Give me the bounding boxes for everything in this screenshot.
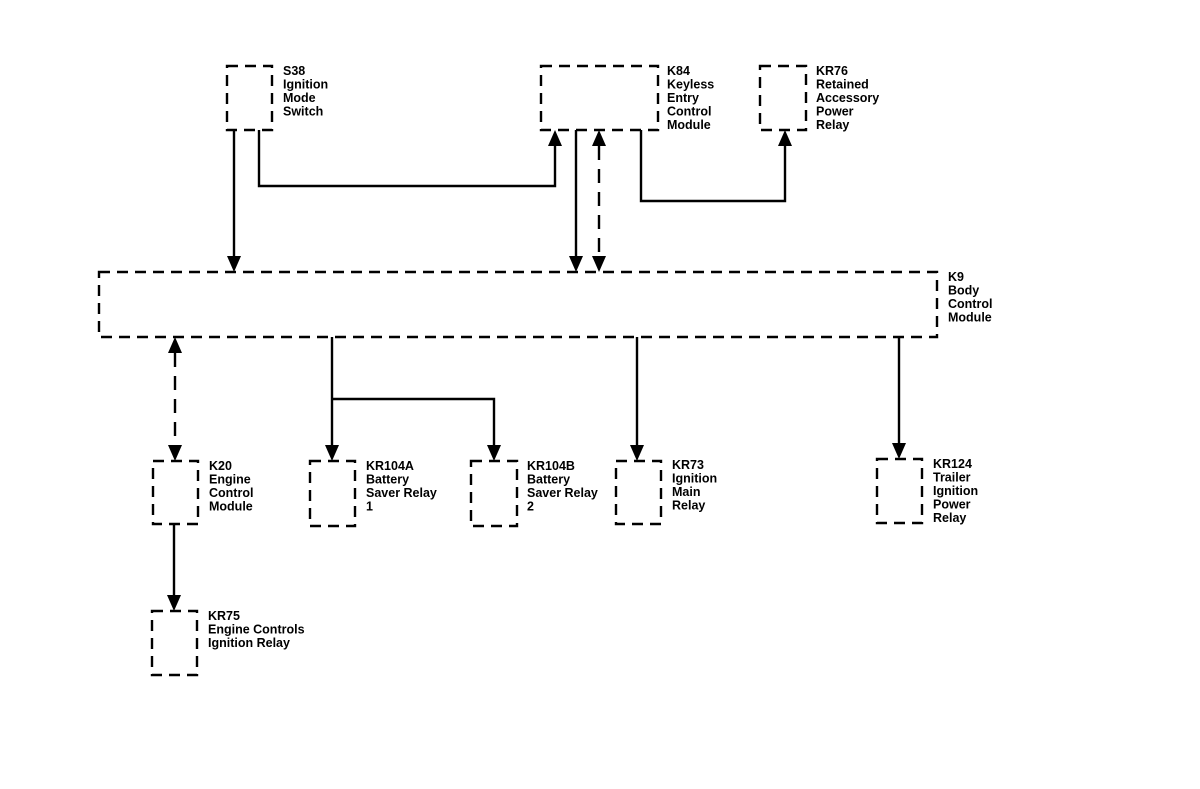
kr104a-line: Battery — [366, 473, 409, 487]
wire-k9-to-kr104a — [325, 337, 339, 461]
kr104b-line: Battery — [527, 473, 570, 487]
kr124-line: Relay — [933, 511, 966, 525]
kr76-line: Accessory — [816, 91, 879, 105]
k20-line: Engine — [209, 473, 251, 487]
k20-line: K20 — [209, 459, 232, 473]
s38-line: Mode — [283, 91, 316, 105]
kr73-box — [614, 459, 663, 526]
kr104b-label: KR104B Battery Saver Relay 2 — [527, 459, 601, 514]
kr73-label: KR73 Ignition Main Relay — [672, 458, 721, 513]
kr76-line: Power — [816, 105, 854, 119]
wire-k20-to-kr75 — [167, 524, 181, 611]
k20-label: K20 Engine Control Module — [209, 459, 257, 514]
k9-line: Module — [948, 311, 992, 325]
kr104b-line: KR104B — [527, 459, 575, 473]
kr76-label: KR76 Retained Accessory Power Relay — [816, 64, 883, 132]
k84-label: K84 Keyless Entry Control Module — [667, 64, 718, 132]
wire-k9-to-kr73 — [630, 337, 644, 461]
kr104b-line: Saver Relay — [527, 486, 598, 500]
s38-label: S38 Ignition Mode Switch — [283, 64, 332, 119]
s38-line: Switch — [283, 105, 323, 119]
kr124-line: Trailer — [933, 471, 971, 485]
kr75-label: KR75 Engine Controls Ignition Relay — [208, 609, 308, 650]
kr73-line: Ignition — [672, 472, 717, 486]
k9-box — [97, 270, 939, 339]
kr124-box — [875, 457, 924, 525]
wire-k9-to-kr124 — [892, 337, 906, 459]
s38-box — [225, 64, 274, 132]
kr75-line: Ignition Relay — [208, 636, 290, 650]
wire-s38-to-k84 — [257, 130, 562, 188]
kr75-line: Engine Controls — [208, 623, 305, 637]
k9-line: Control — [948, 297, 992, 311]
k20-box — [151, 459, 200, 526]
kr124-line: Power — [933, 498, 971, 512]
kr124-label: KR124 Trailer Ignition Power Relay — [933, 457, 982, 525]
data-link-k9-k20 — [168, 337, 182, 461]
wire-k84-to-k9 — [569, 130, 583, 272]
kr76-line: Relay — [816, 118, 849, 132]
k84-line: Control — [667, 105, 711, 119]
kr124-line: KR124 — [933, 457, 972, 471]
kr104a-box — [308, 459, 357, 528]
k20-line: Module — [209, 500, 253, 514]
kr104a-line: 1 — [366, 500, 373, 514]
kr76-box — [758, 64, 808, 132]
k9-line: K9 — [948, 270, 964, 284]
kr76-line: Retained — [816, 78, 869, 92]
k20-line: Control — [209, 486, 253, 500]
k84-line: Entry — [667, 91, 699, 105]
kr104a-line: Saver Relay — [366, 486, 437, 500]
wire-k9-to-kr104b — [332, 397, 501, 461]
k84-box — [539, 64, 660, 132]
k9-label: K9 Body Control Module — [948, 270, 996, 325]
k84-line: Module — [667, 118, 711, 132]
kr75-line: KR75 — [208, 609, 240, 623]
kr75-box — [150, 609, 199, 677]
kr104b-box — [469, 459, 519, 528]
kr73-line: KR73 — [672, 458, 704, 472]
data-link-k84-k9 — [592, 130, 606, 272]
kr104b-line: 2 — [527, 500, 534, 514]
k84-line: K84 — [667, 64, 690, 78]
wire-k84-to-kr76 — [639, 130, 792, 203]
k84-line: Keyless — [667, 78, 714, 92]
kr76-line: KR76 — [816, 64, 848, 78]
s38-line: S38 — [283, 64, 305, 78]
kr104a-line: KR104A — [366, 459, 414, 473]
kr73-line: Main — [672, 485, 700, 499]
wire-s38-to-k9 — [227, 130, 241, 272]
s38-line: Ignition — [283, 78, 328, 92]
kr104a-label: KR104A Battery Saver Relay 1 — [366, 459, 440, 514]
kr73-line: Relay — [672, 499, 705, 513]
kr124-line: Ignition — [933, 484, 978, 498]
k9-line: Body — [948, 284, 979, 298]
